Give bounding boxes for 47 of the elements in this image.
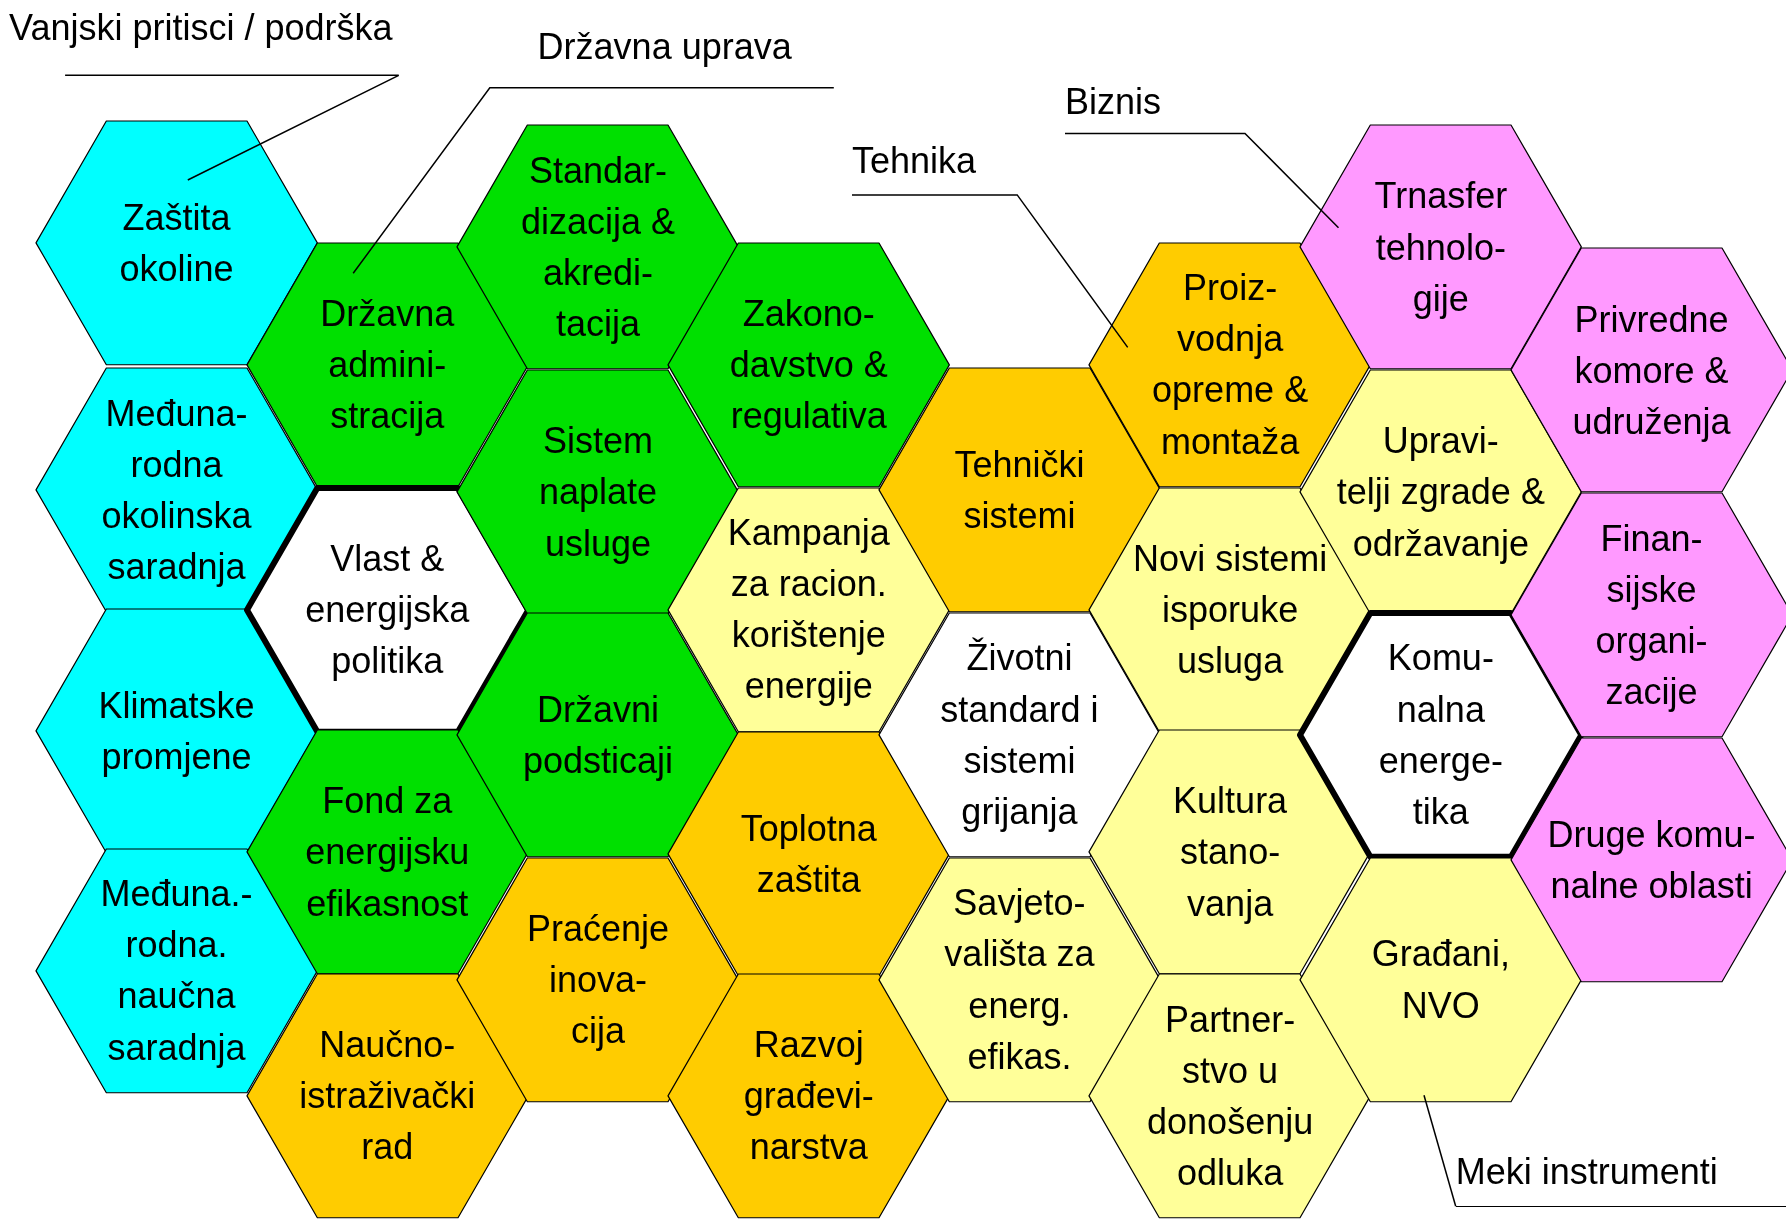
leader-line bbox=[1423, 1094, 1457, 1208]
leader-line bbox=[352, 87, 835, 275]
group-label: Državna uprava bbox=[537, 26, 792, 68]
leader-line bbox=[64, 74, 400, 181]
leader-line bbox=[1064, 132, 1340, 229]
hexagon-text: Međuna- rodna okolinska saradnja bbox=[100, 391, 253, 589]
hexagon-text: Savjeto- vališta za energ. efikas. bbox=[943, 881, 1096, 1079]
hexagon-text: Standar- dizacija & akredi- tacija bbox=[519, 148, 676, 347]
group-label: Meki instrumenti bbox=[1455, 1151, 1718, 1193]
hexagon-text: Sistem naplate usluge bbox=[537, 419, 658, 566]
hexagon-text: Proiz- vodnja opreme & montaža bbox=[1151, 266, 1310, 464]
hexagon bbox=[246, 242, 528, 487]
hexagon-text: Privredne komore & udruženja bbox=[1571, 297, 1732, 444]
hexagon bbox=[668, 242, 950, 487]
hexagon-text: Zakono- davstvo & regulativa bbox=[728, 291, 889, 439]
hexagon-text: Građani, NVO bbox=[1370, 932, 1511, 1028]
hexagon-text: Komu- nalna energe- tika bbox=[1377, 636, 1504, 834]
hexagon-text: Zaštita okoline bbox=[118, 195, 235, 291]
leader-line bbox=[851, 194, 1129, 349]
hexagon-text: Druge komu- nalne oblasti bbox=[1546, 812, 1757, 908]
hexagon-text: Vlast & energijska politika bbox=[304, 536, 471, 683]
hexagon-text: Naučno- istraživački rad bbox=[298, 1023, 477, 1170]
hexagon bbox=[1089, 973, 1371, 1218]
hexagon-text: Finan- sijske organi- zacije bbox=[1594, 516, 1709, 715]
hexagon bbox=[246, 973, 528, 1218]
hexagon-text: Praćenje inova- cija bbox=[525, 906, 670, 1054]
hexagon-text: Fond za energijsku efikasnost bbox=[304, 779, 471, 926]
hexagon-text: Trnasfer tehnolo- gije bbox=[1373, 174, 1509, 321]
group-label: Vanjski pritisci / podrška bbox=[9, 6, 393, 48]
hexagon-text: Kampanja za racion. korištenje energije bbox=[726, 511, 891, 709]
group-label: Biznis bbox=[1065, 80, 1161, 122]
hexagon-text: Partner- stvo u donošenju odluka bbox=[1146, 997, 1315, 1195]
hexagon-text: Upravi- telji zgrade & održavanje bbox=[1335, 419, 1546, 566]
hexagon-text: Državna admini- stracija bbox=[319, 291, 456, 439]
group-label: Tehnika bbox=[852, 139, 977, 181]
hexagon-text: Kultura stano- vanja bbox=[1172, 779, 1289, 926]
hexagon-text: Toplotna zaštita bbox=[739, 807, 878, 903]
hexagon-text: Klimatske promjene bbox=[97, 684, 256, 780]
hexagon-text: Međuna.- rodna. naučna saradnja bbox=[99, 872, 254, 1070]
hexagon bbox=[1510, 738, 1786, 982]
hexagon-text: Životni standard i sistemi grijanja bbox=[939, 636, 1100, 834]
hexagon-text: Novi sistemi isporuke usluga bbox=[1132, 536, 1329, 683]
hexagon-text: Razvoj građevi- narstva bbox=[742, 1023, 875, 1170]
hexagon-text: Tehnički sistemi bbox=[953, 442, 1086, 538]
hexagon bbox=[668, 973, 950, 1218]
hexagon-text: Državni podsticaji bbox=[521, 687, 674, 783]
hexagon bbox=[35, 120, 318, 365]
